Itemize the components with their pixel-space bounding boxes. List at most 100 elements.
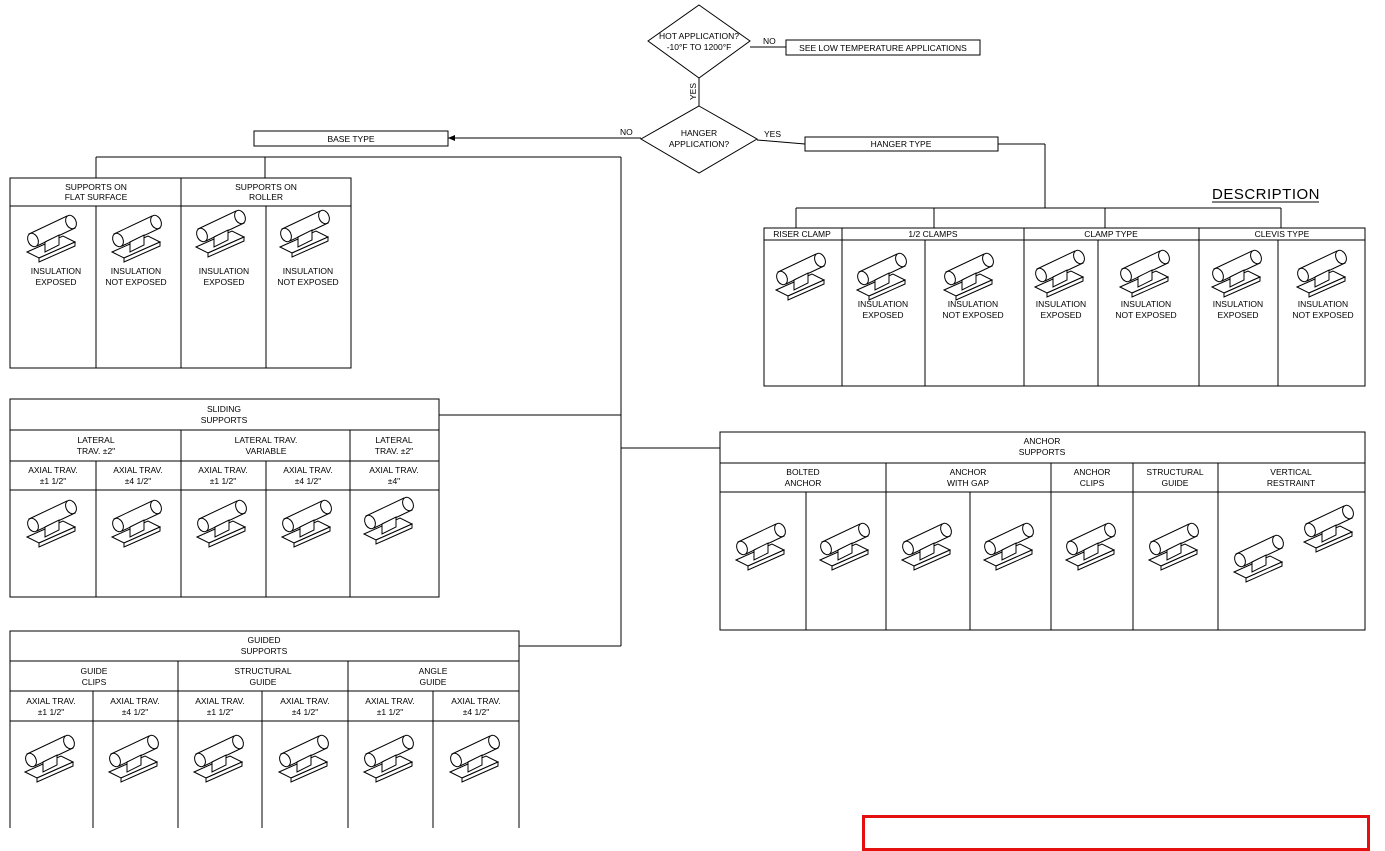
- panel-base-supports: SUPPORTS ON FLAT SURFACE SUPPORTS ON ROL…: [9, 177, 352, 369]
- supports-roller-line2: ROLLER: [249, 192, 283, 202]
- ins-label: INSULATION: [1213, 299, 1263, 309]
- ins-label: INSULATION: [1036, 299, 1086, 309]
- ins-label: INSULATION: [1121, 299, 1171, 309]
- sliding-group: TRAV. ±2": [77, 446, 115, 456]
- pipe-support-icon: [982, 522, 1034, 571]
- pipe-support-icon: [942, 252, 994, 301]
- decision-hot-application: HOT APPLICATION? -10°F TO 1200°F: [647, 4, 751, 79]
- anchor-group: CLIPS: [1080, 478, 1105, 488]
- decision-hanger-yes: YES: [764, 129, 781, 139]
- axial-trav: ±4 1/2": [125, 476, 152, 486]
- description-label: DESCRIPTION: [1212, 186, 1320, 203]
- axial-trav: ±1 1/2": [40, 476, 67, 486]
- hanger-group-clevis-type: CLEVIS TYPE: [1255, 229, 1310, 239]
- guided-group: CLIPS: [82, 677, 107, 687]
- sliding-group: TRAV. ±2": [375, 446, 413, 456]
- anchor-title: SUPPORTS: [1019, 447, 1066, 457]
- highlight-box: [862, 815, 1370, 851]
- pipe-support-icon: [1033, 249, 1085, 298]
- anchor-group: ANCHOR: [1074, 467, 1111, 477]
- anchor-group: GUIDE: [1162, 478, 1189, 488]
- axial-trav: ±1 1/2": [207, 707, 234, 717]
- guided-title: SUPPORTS: [241, 646, 288, 656]
- base-type-label: BASE TYPE: [327, 134, 374, 144]
- anchor-group: STRUCTURAL: [1146, 467, 1203, 477]
- decision-hot-yes: YES: [688, 83, 698, 100]
- panel-guided-supports: GUIDED SUPPORTS GUIDE CLIPS STRUCTURAL G…: [9, 630, 520, 828]
- supports-flat-line1: SUPPORTS ON: [65, 182, 127, 192]
- axial-trav: ±1 1/2": [210, 476, 237, 486]
- hanger-group-clamp-type: CLAMP TYPE: [1084, 229, 1138, 239]
- ins-label: EXPOSED: [1040, 310, 1081, 320]
- ins-label: INSULATION: [948, 299, 998, 309]
- pipe-support-icon: [1118, 249, 1170, 298]
- hanger-type-label: HANGER TYPE: [871, 139, 932, 149]
- ins-label: EXPOSED: [862, 310, 903, 320]
- ins-label: NOT EXPOSED: [105, 277, 166, 287]
- axial-trav: AXIAL TRAV.: [28, 465, 78, 475]
- guided-group: GUIDE: [420, 677, 447, 687]
- ins-label: EXPOSED: [203, 277, 244, 287]
- pipe-support-icon: [1295, 249, 1347, 298]
- pipe-support-icon: [1232, 534, 1284, 583]
- pipe-support-icon: [194, 209, 246, 258]
- pipe-support-icon: [192, 734, 244, 783]
- pipe-support-icon: [448, 734, 500, 783]
- ins-label: INSULATION: [283, 266, 333, 276]
- pipe-support-selection-flowchart: HOT APPLICATION? -10°F TO 1200°F NO SEE …: [9, 4, 1366, 828]
- pipe-support-icon: [280, 499, 332, 548]
- pipe-support-icon: [1064, 522, 1116, 571]
- axial-trav: ±4 1/2": [292, 707, 319, 717]
- pipe-support-icon: [855, 252, 907, 301]
- ins-label: INSULATION: [199, 266, 249, 276]
- axial-trav: AXIAL TRAV.: [283, 465, 333, 475]
- ins-label: EXPOSED: [1217, 310, 1258, 320]
- pipe-support-icon: [362, 734, 414, 783]
- ins-label: INSULATION: [1298, 299, 1348, 309]
- axial-trav: AXIAL TRAV.: [113, 465, 163, 475]
- sliding-group: LATERAL: [375, 435, 412, 445]
- base-type-box: [253, 130, 449, 147]
- hanger-group-half-clamps: 1/2 CLAMPS: [908, 229, 957, 239]
- axial-trav: AXIAL TRAV.: [280, 696, 330, 706]
- decision-hanger-application: HANGER APPLICATION?: [640, 105, 758, 174]
- pipe-support-icon: [23, 734, 75, 783]
- sliding-group: VARIABLE: [246, 446, 287, 456]
- panel-anchor-supports: ANCHOR SUPPORTS BOLTED ANCHOR ANCHOR WIT…: [719, 431, 1366, 631]
- panel-hanger-types: RISER CLAMP 1/2 CLAMPS CLAMP TYPE CLEVIS…: [763, 227, 1366, 387]
- sliding-group: LATERAL TRAV.: [235, 435, 298, 445]
- axial-trav: AXIAL TRAV.: [365, 696, 415, 706]
- hanger-group-riser: RISER CLAMP: [773, 229, 831, 239]
- axial-trav: AXIAL TRAV.: [110, 696, 160, 706]
- decision-hot-line1: HOT APPLICATION?: [659, 31, 739, 41]
- ins-label: EXPOSED: [35, 277, 76, 287]
- anchor-group: VERTICAL: [1270, 467, 1312, 477]
- supports-flat-line2: FLAT SURFACE: [65, 192, 128, 202]
- guided-title: GUIDED: [247, 635, 280, 645]
- pipe-support-icon: [110, 499, 162, 548]
- pipe-support-icon: [278, 209, 330, 258]
- pipe-support-icon: [774, 252, 826, 301]
- axial-trav: ±1 1/2": [377, 707, 404, 717]
- guided-group: STRUCTURAL: [234, 666, 291, 676]
- axial-trav: AXIAL TRAV.: [198, 465, 248, 475]
- anchor-group: RESTRAINT: [1267, 478, 1315, 488]
- pipe-support-icon: [1302, 504, 1354, 553]
- decision-hanger-line1: HANGER: [681, 128, 717, 138]
- ins-label: NOT EXPOSED: [1115, 310, 1176, 320]
- axial-trav: ±4 1/2": [122, 707, 149, 717]
- decision-hanger-line2: APPLICATION?: [669, 139, 730, 149]
- pipe-support-icon: [195, 499, 247, 548]
- pipe-support-icon: [1210, 249, 1262, 298]
- pipe-support-icon: [25, 214, 77, 263]
- anchor-group: WITH GAP: [947, 478, 989, 488]
- axial-trav: AXIAL TRAV.: [195, 696, 245, 706]
- sliding-title: SUPPORTS: [201, 415, 248, 425]
- pipe-support-icon: [734, 522, 786, 571]
- guided-group: ANGLE: [419, 666, 448, 676]
- sliding-title: SLIDING: [207, 404, 241, 414]
- axial-trav: AXIAL TRAV.: [369, 465, 419, 475]
- ins-label: INSULATION: [31, 266, 81, 276]
- anchor-group: BOLTED: [786, 467, 819, 477]
- anchor-title: ANCHOR: [1024, 436, 1061, 446]
